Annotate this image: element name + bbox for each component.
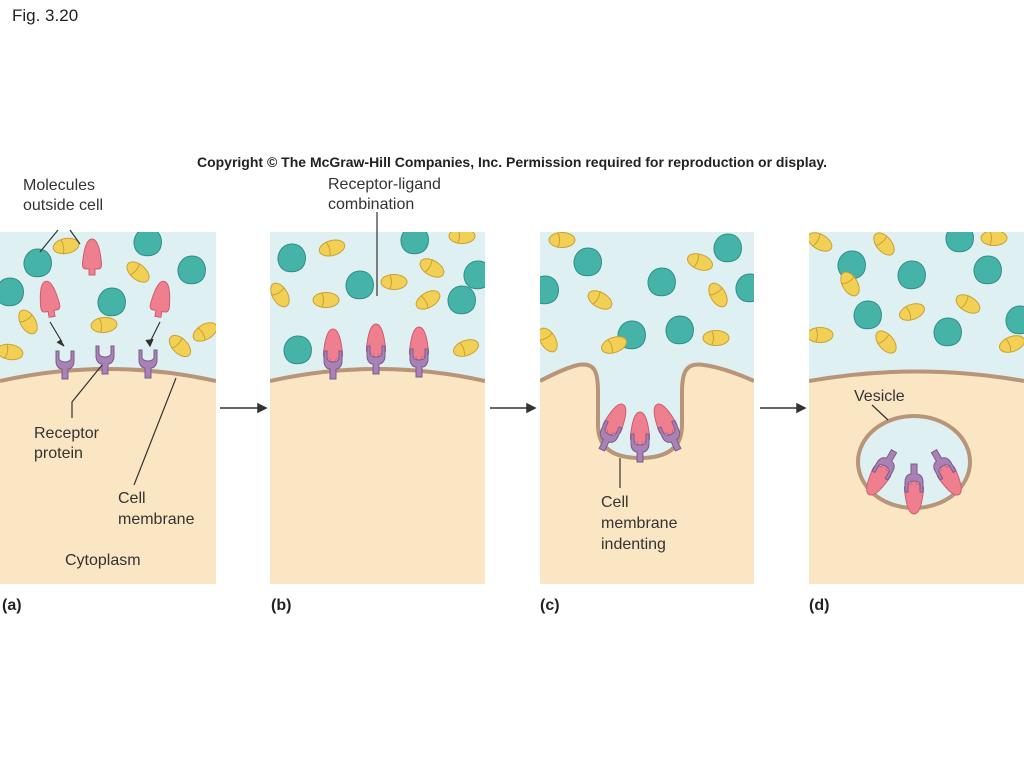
teal-molecule <box>400 232 429 255</box>
teal-molecule <box>345 270 374 300</box>
panel-d-membrane <box>809 369 1024 383</box>
label-receptor-line2: protein <box>34 445 83 462</box>
teal-molecule <box>735 273 754 303</box>
panel-a-letter: (a) <box>2 597 22 614</box>
copyright-notice: Copyright © The McGraw-Hill Companies, I… <box>196 154 828 170</box>
teal-molecule <box>97 287 126 317</box>
step-arrows <box>220 402 807 414</box>
yellow-molecule <box>448 232 476 244</box>
label-vesicle: Vesicle <box>854 388 905 405</box>
vesicle-pointer <box>871 404 889 421</box>
label-combo-line1: Receptor-ligand <box>328 176 441 193</box>
panel-c-letter: (c) <box>540 597 560 614</box>
yellow-molecule <box>809 327 834 343</box>
panel-b <box>270 232 485 584</box>
label-molecules-line2: outside cell <box>23 197 103 214</box>
label-membrane-line1: Cell <box>118 490 146 507</box>
label-receptor-line1: Receptor <box>34 425 100 442</box>
teal-molecule <box>463 260 485 290</box>
teal-molecule <box>853 300 882 330</box>
label-indent-line2: membrane <box>601 515 678 532</box>
yellow-molecule <box>980 232 1008 246</box>
teal-molecule <box>573 247 602 277</box>
teal-molecule <box>647 267 676 297</box>
teal-molecule <box>23 248 52 278</box>
teal-molecule <box>0 277 24 307</box>
panel-c <box>540 232 754 584</box>
teal-molecule <box>540 275 559 305</box>
yellow-molecule <box>548 232 576 248</box>
figure-label: Fig. 3.20 <box>12 6 79 25</box>
teal-molecule <box>933 317 962 347</box>
teal-molecule <box>283 335 312 365</box>
panel-d-letter: (d) <box>809 597 829 614</box>
label-indent-line3: indenting <box>601 536 666 553</box>
label-cytoplasm: Cytoplasm <box>65 552 141 569</box>
teal-molecule <box>713 233 742 263</box>
label-indent-line1: Cell <box>601 494 629 511</box>
yellow-molecule <box>312 292 340 308</box>
teal-molecule <box>973 255 1002 285</box>
label-molecules-line1: Molecules <box>23 177 95 194</box>
teal-molecule <box>133 232 162 257</box>
panel-b-letter: (b) <box>271 597 291 614</box>
panel-a <box>0 232 216 584</box>
teal-molecule <box>447 285 476 315</box>
yellow-molecule <box>702 330 730 346</box>
teal-molecule <box>177 255 206 285</box>
panel-c-extracellular <box>540 232 754 458</box>
yellow-molecule <box>380 274 408 290</box>
panel-d <box>809 232 1024 584</box>
label-combo-line2: combination <box>328 196 414 213</box>
teal-molecule <box>665 315 694 345</box>
panel-a-pointers <box>39 229 177 486</box>
teal-molecule <box>945 232 974 253</box>
label-membrane-line2: membrane <box>118 511 195 528</box>
teal-molecule <box>897 260 926 290</box>
teal-molecule <box>277 243 306 273</box>
